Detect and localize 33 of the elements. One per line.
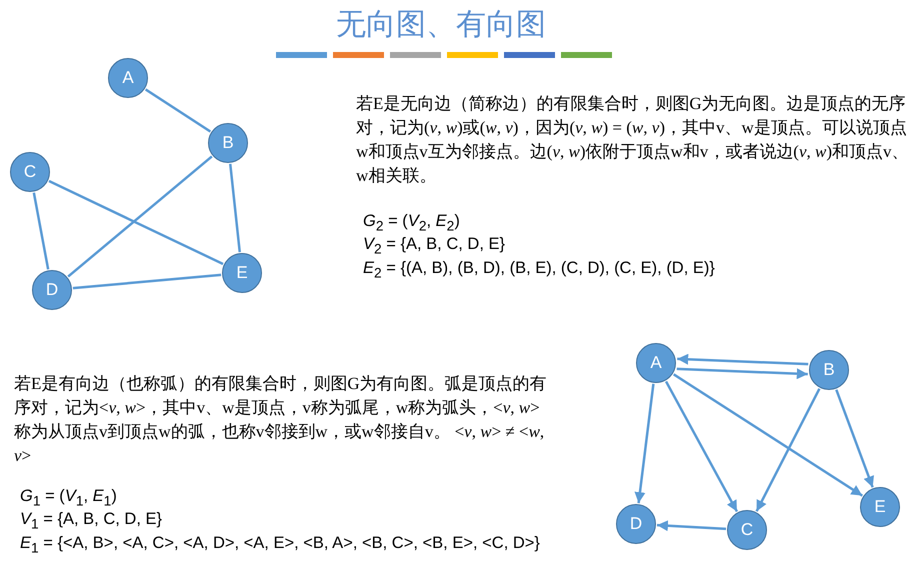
vertex-circle: E [222,253,262,293]
vertex-circle: E [860,487,900,527]
vertex-circle: D [616,504,656,544]
edge-line [32,192,50,270]
set-formula: E$_{2}$ = {(A, B), (B, D), (B, E), (C, D), (C, E), (D, E)} [363,258,715,282]
edge-line [72,274,222,290]
vertex-circle: C [10,152,50,192]
arrow [634,384,655,504]
arrow [664,380,738,512]
set-formula: G$_{2}$ = (V$_{2}$, E$_{2}$) [363,211,460,236]
edge-line [67,156,213,278]
slide-title: 无向图、有向图 [336,7,546,43]
vertex-circle: A [636,343,676,383]
definition-text: 若E是有向边（也称弧）的有限集合时，则图G为有向图。弧是顶点的有序对，记为<v, w>，其中v、w是顶点，v称为弧尾，w称为弧头，<v, w>称为从顶点v到顶点w的弧，也称v邻接到w，或w邻接自v。 <v, w> ≠ <w, v> [14,373,548,467]
set-formula: V$_{1}$ = {A, B, C, D, E} [20,509,162,534]
arrow [835,389,874,488]
vertex-circle: C [727,510,767,550]
set-formula: V$_{2}$ = {A, B, C, D, E} [363,234,506,258]
vertex-circle: A [108,58,148,98]
arrow [755,388,821,512]
edge-line [229,164,241,252]
arrow [656,520,726,532]
vertex-circle: B [208,123,248,163]
vertex-circle: D [32,270,72,310]
set-formula: G$_{1}$ = (V$_{1}$, E$_{1}$) [20,486,117,510]
edge-line [144,88,212,133]
arrow [672,373,864,497]
edge-line [48,180,224,266]
definition-text: 若E是无向边（简称边）的有限集合时，则图G为无向图。边是顶点的无序对，记为(v, w)或(w, v)，因为(v, w) = (w, v)，其中v、w是顶点。可以说顶点w和顶点v互为邻接点。边(v, w)依附于顶点w和v，或者说边(v, w)和顶点v、w相关联。 [356,93,910,187]
arrow [677,354,808,366]
set-formula: E$_{1}$ = {<A, B>, <A, C>, <A, D>, <A, E>, <B, A>, <B, C>, <B, E>, <C, D>} [20,533,540,558]
arrow [676,368,808,380]
vertex-circle: B [809,350,849,390]
